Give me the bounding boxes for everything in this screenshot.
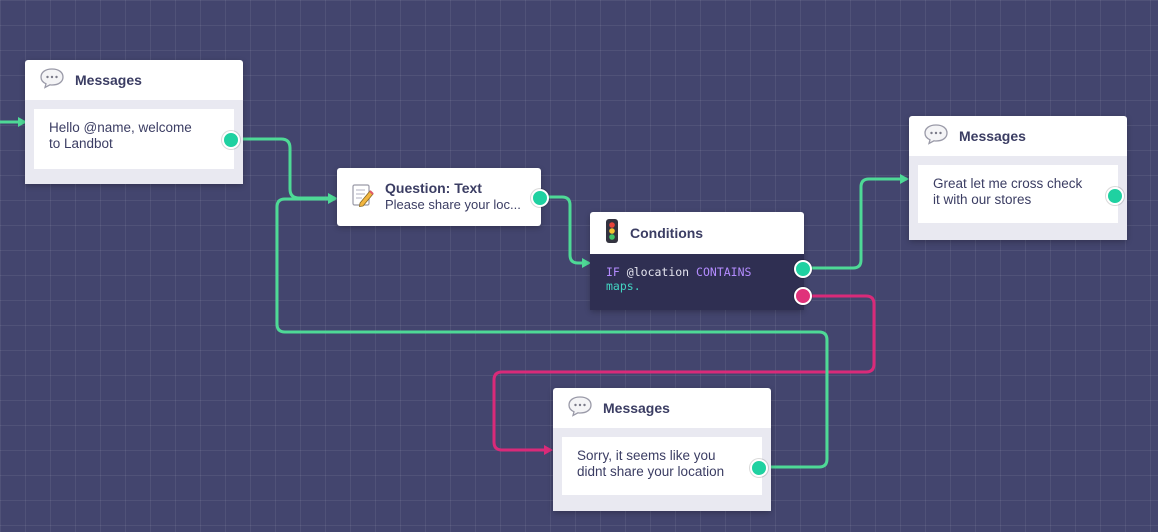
- messages-node-2-body: Great let me cross check it with our sto…: [909, 156, 1127, 240]
- question-node-subtitle: Please share your loc...: [385, 197, 521, 212]
- messages-node-3-title: Messages: [603, 400, 670, 416]
- message-bubble: Hello @name, welcome to Landbot: [34, 109, 234, 169]
- speech-bubble-icon: [923, 123, 949, 150]
- messages-node-1-body: Hello @name, welcome to Landbot: [25, 100, 243, 184]
- conditions-true-output-port[interactable]: [794, 260, 812, 278]
- messages-node-3[interactable]: Messages Sorry, it seems like you didnt …: [553, 388, 771, 511]
- code-keyword-if: IF: [606, 265, 620, 279]
- speech-bubble-icon: [39, 67, 65, 94]
- messages-node-3-header: Messages: [553, 388, 771, 428]
- condition-expression: IF @location CONTAINS maps.: [590, 254, 804, 293]
- message-bubble: Great let me cross check it with our sto…: [918, 165, 1118, 223]
- wire-messages3-loop-to-question[interactable]: [275, 194, 829, 469]
- question-node-header: Question: Text Please share your loc...: [337, 168, 541, 226]
- messages-node-2[interactable]: Messages Great let me cross check it wit…: [909, 116, 1127, 240]
- wire-question-to-conditions[interactable]: [545, 195, 591, 268]
- message-bubble: Sorry, it seems like you didnt share you…: [562, 437, 762, 495]
- code-operator: CONTAINS: [696, 265, 752, 279]
- wire-messages1-to-question[interactable]: [237, 137, 337, 203]
- messages-node-3-output-port[interactable]: [750, 459, 768, 477]
- wire-conditions-to-messages2[interactable]: [809, 174, 909, 270]
- question-node-title: Question: Text: [385, 180, 482, 196]
- conditions-node-title: Conditions: [630, 225, 704, 241]
- traffic-light-icon: [604, 218, 620, 249]
- messages-node-1-header: Messages: [25, 60, 243, 100]
- messages-node-2-title: Messages: [959, 128, 1026, 144]
- speech-bubble-icon: [567, 395, 593, 422]
- messages-node-3-body: Sorry, it seems like you didnt share you…: [553, 428, 771, 511]
- messages-node-2-header: Messages: [909, 116, 1127, 156]
- conditions-false-output-port[interactable]: [794, 287, 812, 305]
- messages-node-2-output-port[interactable]: [1106, 187, 1124, 205]
- messages-node-1-output-port[interactable]: [222, 131, 240, 149]
- messages-node-1[interactable]: Messages Hello @name, welcome to Landbot: [25, 60, 243, 184]
- question-text-node[interactable]: Question: Text Please share your loc...: [337, 168, 549, 226]
- code-value: maps.: [606, 279, 641, 293]
- wire-conditions-else-to-messages3[interactable]: [492, 294, 876, 455]
- conditions-else-row: [590, 288, 804, 310]
- memo-pencil-icon: [351, 182, 375, 213]
- question-node-output-port[interactable]: [531, 189, 549, 207]
- conditions-node-header: Conditions: [590, 212, 804, 254]
- messages-node-1-title: Messages: [75, 72, 142, 88]
- code-variable: @location: [626, 265, 690, 279]
- conditions-node[interactable]: Conditions IF @location CONTAINS maps.: [590, 212, 812, 310]
